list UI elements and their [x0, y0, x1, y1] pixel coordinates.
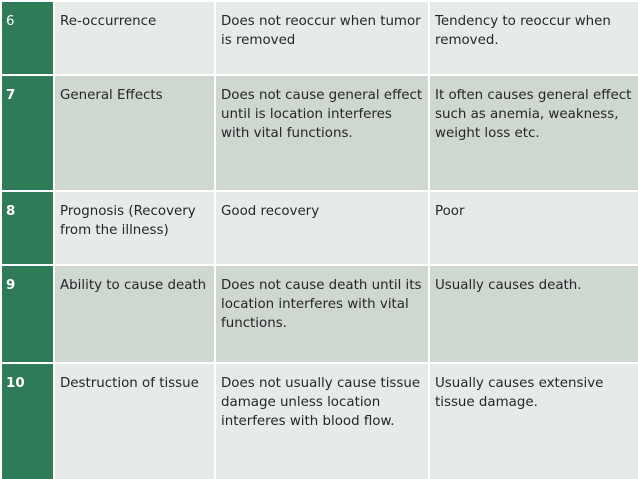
characteristic-cell: Re-occurrence — [53, 0, 216, 76]
benign-cell: Does not reoccur when tumor is removed — [214, 0, 430, 76]
benign-cell: Does not cause general effect until is l… — [214, 74, 430, 192]
table-row: 9 Ability to cause death Does not cause … — [0, 264, 638, 364]
row-number: 7 — [0, 74, 55, 192]
table-row: 10 Destruction of tissue Does not usuall… — [0, 362, 638, 479]
benign-cell: Good recovery — [214, 190, 430, 266]
malignant-cell: Usually causes death. — [428, 264, 638, 364]
row-number: 9 — [0, 264, 55, 364]
characteristic-cell: Destruction of tissue — [53, 362, 216, 479]
table-row: 7 General Effects Does not cause general… — [0, 74, 638, 192]
malignant-cell: Tendency to reoccur when removed. — [428, 0, 638, 76]
benign-cell: Does not usually cause tissue damage unl… — [214, 362, 430, 479]
row-number: 10 — [0, 362, 55, 479]
malignant-cell: Poor — [428, 190, 638, 266]
characteristic-cell: Prognosis (Recovery from the illness) — [53, 190, 216, 266]
characteristic-cell: General Effects — [53, 74, 216, 192]
characteristic-cell: Ability to cause death — [53, 264, 216, 364]
malignant-cell: Usually causes extensive tissue damage. — [428, 362, 638, 479]
row-number: 6 — [0, 0, 55, 76]
row-number: 8 — [0, 190, 55, 266]
table-row: 8 Prognosis (Recovery from the illness) … — [0, 190, 638, 266]
table-row: 6 Re-occurrence Does not reoccur when tu… — [0, 0, 638, 76]
malignant-cell: It often causes general effect such as a… — [428, 74, 638, 192]
benign-cell: Does not cause death until its location … — [214, 264, 430, 364]
